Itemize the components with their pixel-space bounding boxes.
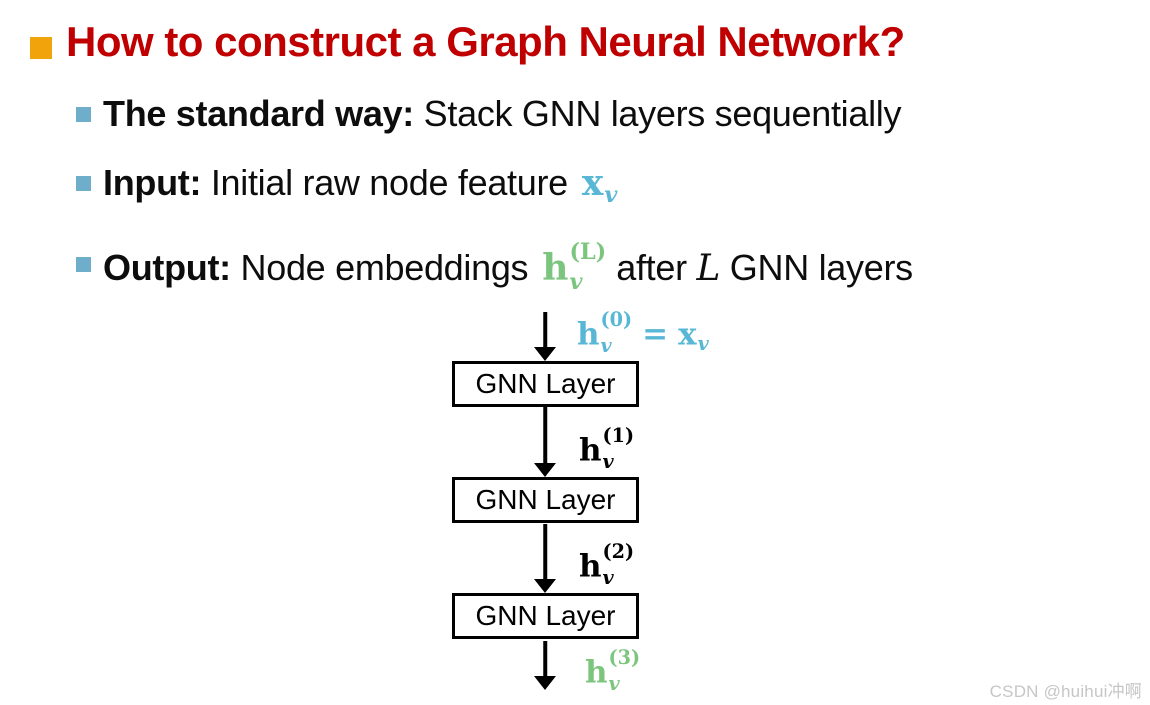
math-h2-sub: v: [602, 565, 614, 589]
edge-label-h3: h(3)v: [585, 645, 640, 697]
bullet-input-bold: Input:: [103, 162, 202, 203]
math-h1-base: h: [579, 432, 602, 469]
math-h0-sup: (0): [600, 308, 633, 331]
bullet-input-text: Initial raw node feature: [201, 162, 568, 203]
bullet-standard-way: The standard way: Stack GNN layers seque…: [103, 91, 901, 138]
math-h3-base: h: [585, 654, 608, 691]
math-h-v-L-base: h: [542, 247, 569, 290]
page-title: How to construct a Graph Neural Network?: [66, 18, 905, 65]
math-h1-scripts: (1)v: [603, 423, 635, 475]
bullet-standard-way-text: Stack GNN layers sequentially: [413, 93, 902, 134]
arrow-shaft: [543, 407, 547, 465]
arrow-down-icon: [534, 641, 556, 690]
math-h3-sup: (3): [608, 646, 641, 669]
gnn-layer-box-2: GNN Layer: [452, 477, 639, 523]
arrow-head: [534, 676, 556, 690]
math-h0-sub: v: [600, 333, 612, 357]
edge-label-h0-equals-xv: h(0)v=xv: [577, 307, 709, 359]
arrow-down-icon: [534, 524, 556, 593]
math-h2-base: h: [579, 548, 602, 585]
arrow-down-icon: [534, 407, 556, 477]
math-h0-rhs-sub: v: [697, 332, 709, 356]
watermark: CSDN @huihui冲啊: [989, 682, 1142, 701]
math-h0-equals: =: [642, 316, 669, 353]
title-bullet-icon: [30, 37, 52, 59]
bullet-standard-way-bold: The standard way:: [103, 93, 414, 134]
math-x-v-base: x: [581, 162, 604, 204]
bullet-square-icon: [76, 176, 91, 191]
bullet-square-icon: [76, 107, 91, 122]
arrow-shaft: [543, 641, 547, 678]
math-h0-scripts: (0)v: [601, 307, 633, 359]
math-h-v-L-scripts: (L) v: [569, 237, 606, 297]
gnn-layer-box-label: GNN Layer: [475, 368, 616, 399]
arrow-head: [534, 347, 556, 361]
bullet-output-after1: after: [616, 247, 697, 289]
edge-label-h2: h(2)v: [579, 539, 634, 591]
bullet-square-icon: [76, 257, 91, 272]
bullet-input: Input: Initial raw node feature xv: [103, 160, 617, 210]
gnn-layer-box-3: GNN Layer: [452, 593, 639, 639]
gnn-layer-box-1: GNN Layer: [452, 361, 639, 407]
math-var-L: L: [696, 248, 721, 290]
math-x-v: xv: [581, 162, 617, 208]
gnn-layer-box-label: GNN Layer: [475, 600, 616, 631]
math-h2-sup: (2): [602, 540, 635, 563]
arrow-down-icon: [534, 312, 556, 361]
math-h2-scripts: (2)v: [603, 539, 635, 591]
math-h3-sub: v: [608, 671, 620, 695]
arrow-shaft: [543, 312, 547, 349]
arrow-head: [534, 579, 556, 593]
edge-label-h1: h(1)v: [579, 423, 634, 475]
bullet-output: Output: Node embeddings h(L) v after L GNN …: [103, 237, 913, 297]
math-h0-base: h: [577, 316, 600, 353]
math-h3-scripts: (3)v: [609, 645, 641, 697]
math-h0-rhs-base: x: [678, 316, 697, 353]
math-h1-sup: (1): [602, 424, 635, 447]
arrow-shaft: [543, 524, 547, 581]
math-h-v-L: h(L) v: [542, 239, 606, 295]
arrow-head: [534, 463, 556, 477]
math-h-v-L-sup: (L): [569, 239, 607, 265]
bullet-output-text: Node embeddings: [230, 247, 529, 289]
bullet-output-bold: Output:: [103, 247, 231, 289]
math-x-v-sub: v: [604, 181, 618, 208]
math-h-v-L-sub: v: [569, 269, 583, 296]
math-h1-sub: v: [602, 449, 614, 473]
bullet-output-after2: GNN layers: [720, 247, 913, 289]
gnn-layer-box-label: GNN Layer: [475, 484, 616, 515]
